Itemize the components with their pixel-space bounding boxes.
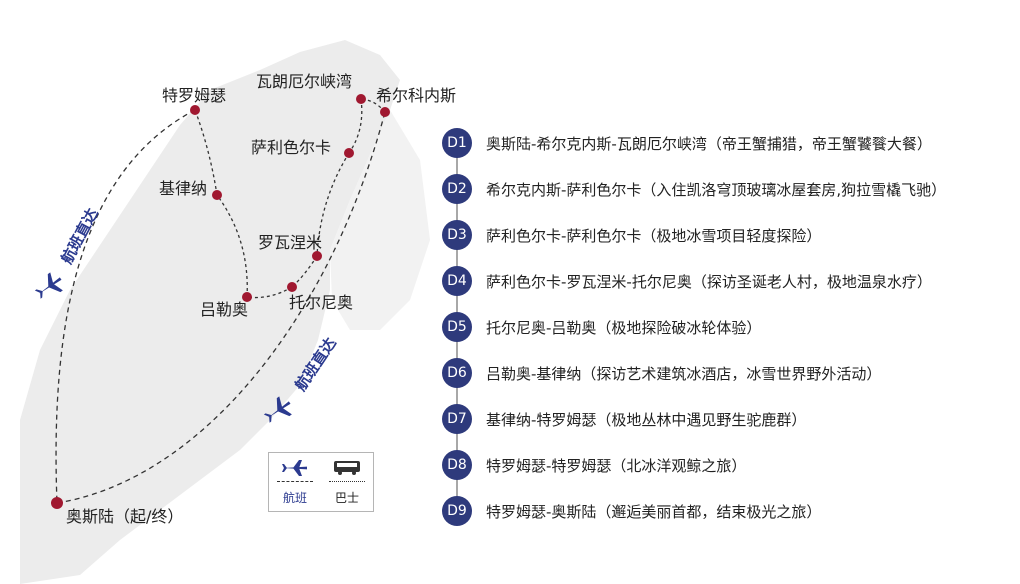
day-description: 萨利色尔卡-罗瓦涅米-托尔尼奥（探访圣诞老人村，极地温泉水疗）: [486, 272, 932, 291]
city-label-lulea: 吕勒奥: [200, 300, 248, 319]
city-dot-oslo: [51, 497, 63, 509]
city-dot-tromso: [190, 105, 200, 115]
day-description: 托尔尼奥-吕勒奥（极地探险破冰轮体验）: [486, 318, 762, 337]
plane-icon: [282, 460, 307, 476]
plane-icon: [34, 272, 63, 299]
scandinavia-landmass-east: [330, 110, 430, 330]
itinerary-day: D4 萨利色尔卡-罗瓦涅米-托尔尼奥（探访圣诞老人村，极地温泉水疗）: [442, 266, 932, 296]
city-label-tromso: 特罗姆瑟: [162, 86, 226, 105]
day-badge: D3: [442, 220, 472, 250]
day-badge: D1: [442, 128, 472, 158]
map-legend: 航班 巴士: [268, 452, 374, 512]
bus-icon: [334, 461, 360, 475]
day-description: 特罗姆瑟-特罗姆瑟（北冰洋观鲸之旅）: [486, 456, 747, 475]
legend-label-bus: 巴士: [334, 491, 359, 505]
city-label-kirkenes: 希尔科内斯: [376, 86, 456, 105]
day-badge: D6: [442, 358, 472, 388]
day-badge: D7: [442, 404, 472, 434]
city-dot-lulea: [242, 292, 252, 302]
day-description: 萨利色尔卡-萨利色尔卡（极地冰雪项目轻度探险）: [486, 226, 822, 245]
city-label-varanger: 瓦朗厄尔峡湾: [256, 72, 352, 91]
city-label-rovaniemi: 罗瓦涅米: [258, 233, 322, 252]
day-description: 希尔克内斯-萨利色尔卡（入住凯洛穹顶玻璃冰屋套房,狗拉雪橇飞驰）: [486, 180, 947, 199]
itinerary-day: D5 托尔尼奥-吕勒奥（极地探险破冰轮体验）: [442, 312, 761, 342]
city-label-tornio: 托尔尼奥: [289, 293, 353, 312]
itinerary-day: D9 特罗姆瑟-奥斯陆（邂逅美丽首都，结束极光之旅）: [442, 496, 821, 526]
day-badge: D9: [442, 496, 472, 526]
plane-icon: [263, 396, 292, 423]
city-label-kiruna: 基律纳: [159, 179, 207, 198]
city-label-saariselka: 萨利色尔卡: [251, 138, 331, 157]
day-badge: D2: [442, 174, 472, 204]
itinerary-day: D7 基律纳-特罗姆瑟（极地丛林中遇见野生驼鹿群）: [442, 404, 806, 434]
legend-label-flight: 航班: [282, 491, 307, 505]
day-description: 吕勒奥-基律纳（探访艺术建筑冰酒店，冰雪世界野外活动）: [486, 364, 882, 383]
itinerary-day: D1 奥斯陆-希尔克内斯-瓦朗厄尔峡湾（帝王蟹捕猎，帝王蟹饕餮大餐）: [442, 128, 932, 158]
day-badge: D4: [442, 266, 472, 296]
scandinavia-landmass: [20, 40, 400, 584]
flight-route-oslo-kirkenes: [56, 111, 386, 504]
day-description: 奥斯陆-希尔克内斯-瓦朗厄尔峡湾（帝王蟹捕猎，帝王蟹饕餮大餐）: [486, 134, 932, 153]
city-dot-saariselka: [344, 148, 354, 158]
day-badge: D5: [442, 312, 472, 342]
itinerary-day: D3 萨利色尔卡-萨利色尔卡（极地冰雪项目轻度探险）: [442, 220, 821, 250]
legend-item-flight: 航班: [269, 453, 321, 511]
itinerary-day: D8 特罗姆瑟-特罗姆瑟（北冰洋观鲸之旅）: [442, 450, 746, 480]
itinerary-day: D6 吕勒奥-基律纳（探访艺术建筑冰酒店，冰雪世界野外活动）: [442, 358, 881, 388]
bus-route-saariselka-rovaniemi: [316, 152, 350, 257]
city-dot-tornio: [287, 282, 297, 292]
itinerary-day: D2 希尔克内斯-萨利色尔卡（入住凯洛穹顶玻璃冰屋套房,狗拉雪橇飞驰）: [442, 174, 946, 204]
city-dot-kirkenes: [380, 107, 390, 117]
bus-route-lulea-kiruna: [216, 194, 248, 298]
city-dot-rovaniemi: [312, 251, 322, 261]
day-badge: D8: [442, 450, 472, 480]
city-dot-kiruna: [212, 190, 222, 200]
day-description: 基律纳-特罗姆瑟（极地丛林中遇见野生驼鹿群）: [486, 410, 807, 429]
legend-item-bus: 巴士: [321, 453, 373, 511]
day-description: 特罗姆瑟-奥斯陆（邂逅美丽首都，结束极光之旅）: [486, 502, 822, 521]
bus-route-kiruna-tromso: [194, 109, 218, 196]
city-dot-varanger: [356, 94, 366, 104]
city-label-oslo: 奥斯陆（起/终）: [66, 507, 183, 526]
itinerary-list: D1 奥斯陆-希尔克内斯-瓦朗厄尔峡湾（帝王蟹捕猎，帝王蟹饕餮大餐） D2 希尔…: [436, 124, 1016, 534]
